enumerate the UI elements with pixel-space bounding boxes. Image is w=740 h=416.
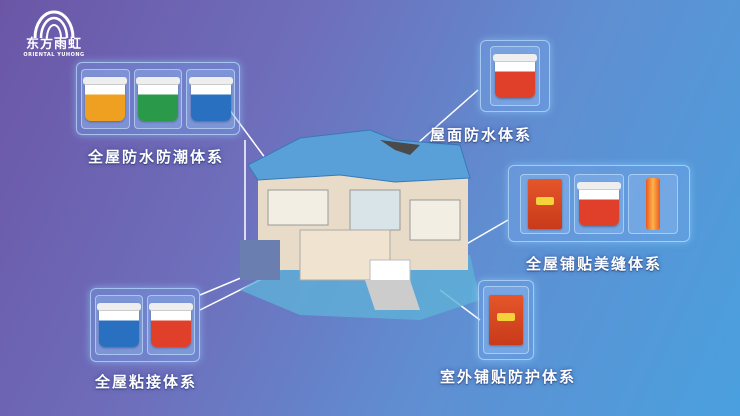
product-bucket[interactable] [574, 173, 624, 234]
product-panel-adhesive [90, 288, 200, 362]
product-bucket[interactable] [186, 68, 236, 129]
product-panel-waterproof [76, 62, 240, 135]
label-whole-house-waterproof: 全屋防水防潮体系 [88, 148, 225, 166]
product-bucket[interactable] [490, 46, 540, 106]
product-cartridge[interactable] [628, 173, 678, 234]
label-outdoor-tiling: 室外铺贴防护体系 [440, 368, 577, 386]
label-roof-waterproof: 屋面防水体系 [430, 126, 533, 144]
product-bag[interactable] [520, 173, 570, 234]
product-bucket[interactable] [133, 68, 183, 129]
label-adhesive: 全屋粘接体系 [95, 373, 198, 391]
brand-name-en: ORIENTAL YUHONG [23, 52, 85, 58]
product-panel-tiling [508, 165, 690, 242]
brand-logo: 东方雨虹 ORIENTAL YUHONG [14, 8, 94, 58]
rainbow-arch-icon [33, 10, 75, 38]
product-bucket[interactable] [81, 68, 130, 129]
product-panel-outdoor [478, 280, 534, 360]
product-bucket[interactable] [147, 295, 195, 355]
product-bucket[interactable] [95, 295, 143, 355]
product-panel-roof [480, 40, 550, 112]
label-tiling-grout: 全屋铺贴美缝体系 [526, 255, 663, 273]
product-bag[interactable] [483, 286, 529, 354]
brand-name-cn: 东方雨虹 [25, 37, 82, 52]
house-illustration [240, 129, 480, 320]
